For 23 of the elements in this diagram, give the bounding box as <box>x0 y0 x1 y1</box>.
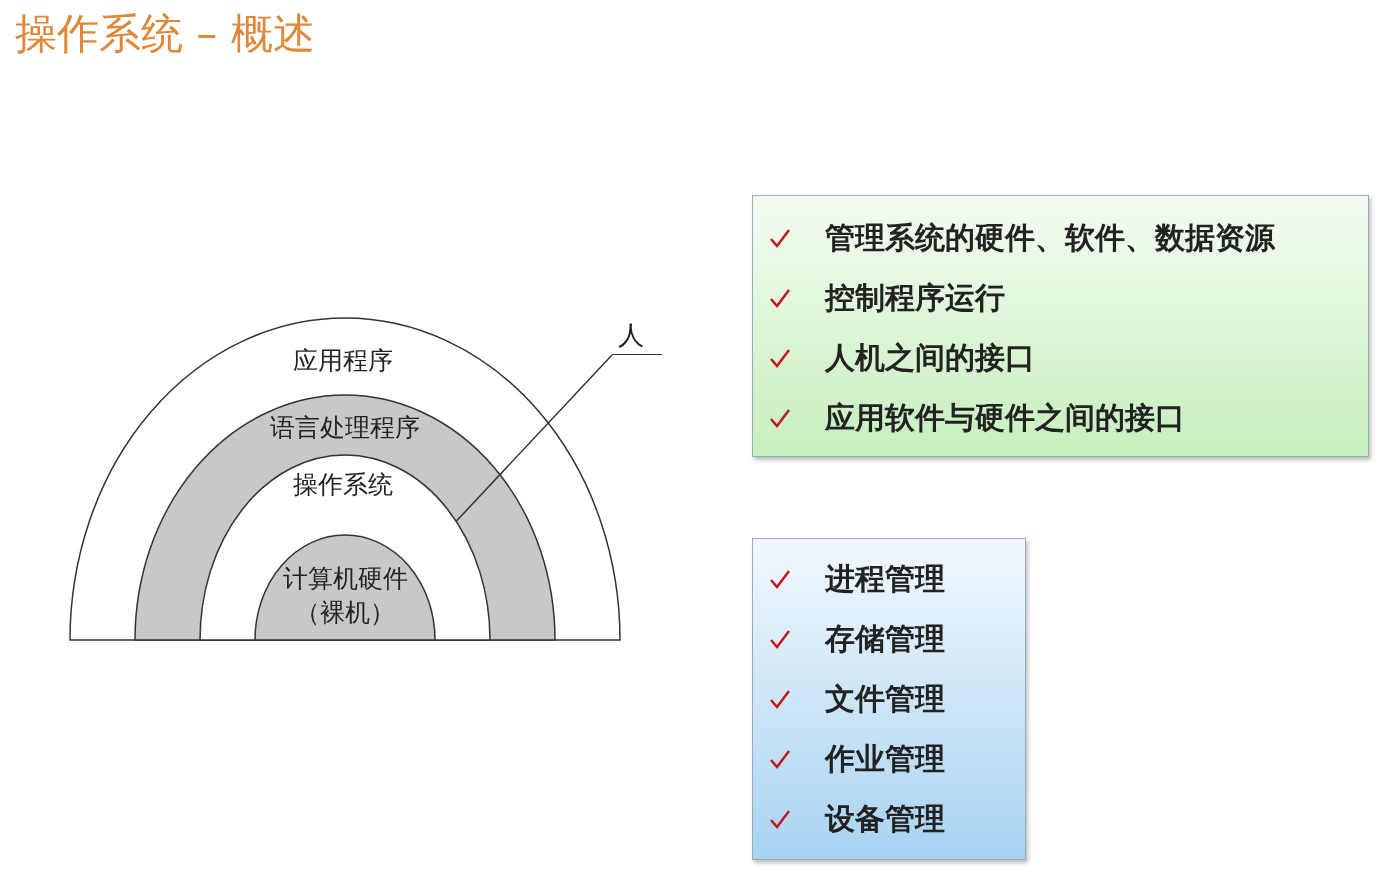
info-panel <box>752 538 1026 860</box>
semicircle-layer <box>70 318 620 640</box>
title: 操作系统 – 概述 <box>15 8 315 60</box>
layer-label: 应用程序 <box>293 344 393 377</box>
semicircle-layer <box>200 455 490 640</box>
semicircle-layer <box>135 395 555 640</box>
list-item: 管理系统的硬件、软件、数据资源 <box>825 219 1275 257</box>
list-item: 存储管理 <box>825 620 945 658</box>
list-item: 人机之间的接口 <box>825 339 1035 377</box>
layer-label: （裸机） <box>295 596 395 629</box>
list-item: 文件管理 <box>825 680 945 718</box>
layer-label: 计算机硬件 <box>282 562 408 595</box>
leader-line <box>455 354 613 523</box>
list-item: 控制程序运行 <box>825 279 1005 317</box>
list-item: 进程管理 <box>825 560 945 598</box>
info-panel <box>752 195 1369 457</box>
semicircle-layer <box>255 535 435 640</box>
list-item: 作业管理 <box>825 740 945 778</box>
layer-label: 操作系统 <box>293 468 393 501</box>
list-item: 设备管理 <box>825 800 945 838</box>
list-item: 应用软件与硬件之间的接口 <box>825 399 1185 437</box>
person-label: 人 <box>612 318 662 355</box>
layer-label: 语言处理程序 <box>270 411 420 444</box>
